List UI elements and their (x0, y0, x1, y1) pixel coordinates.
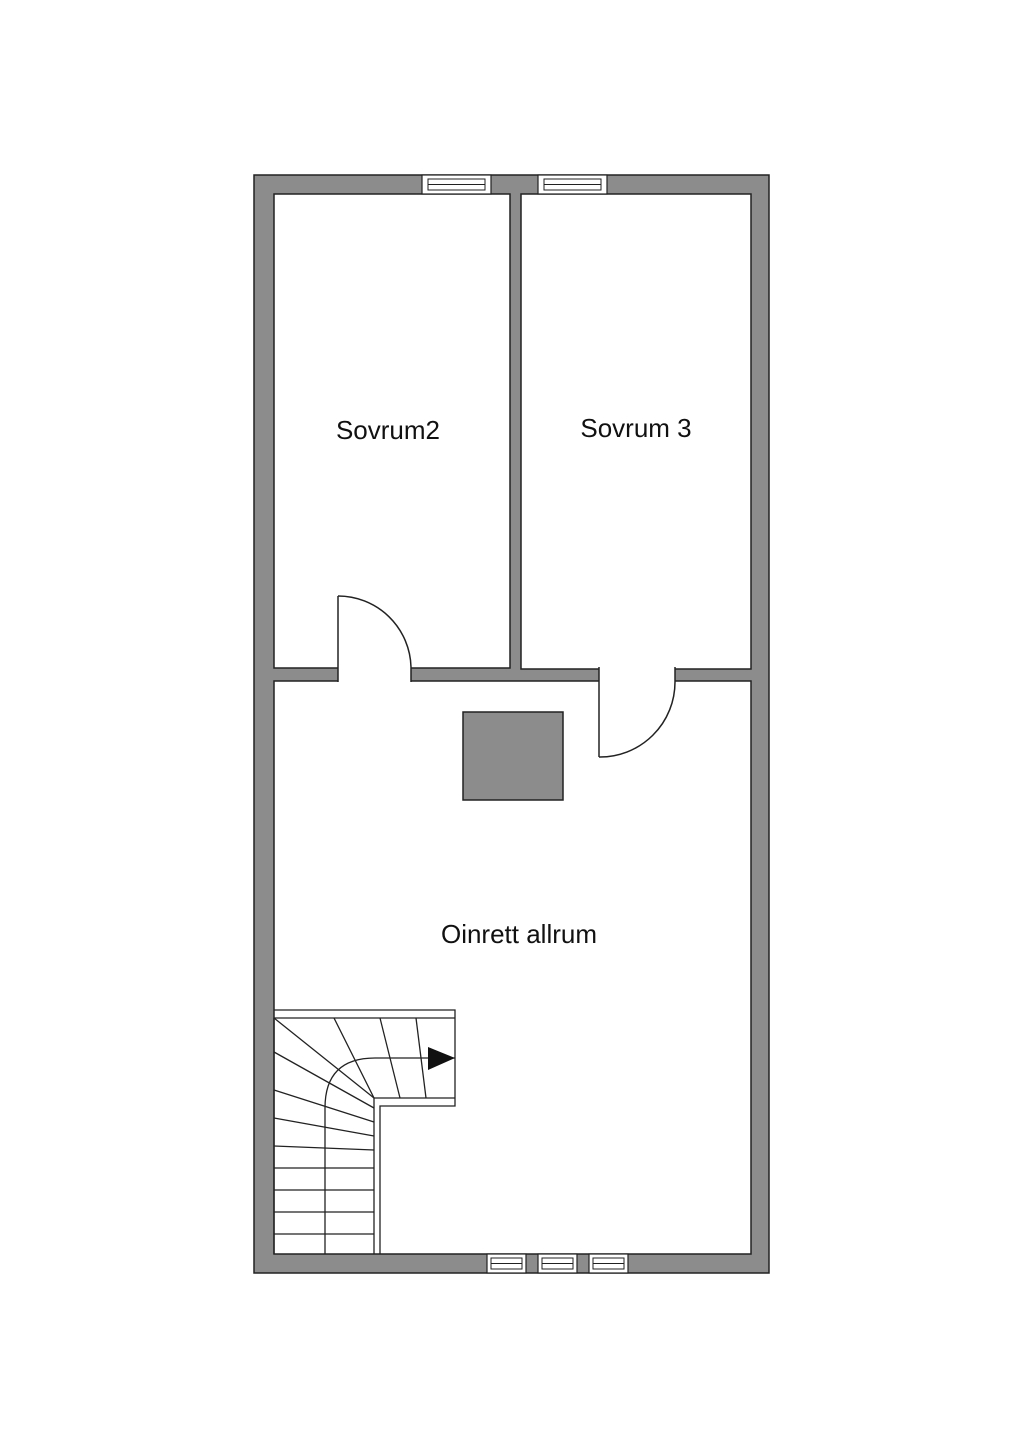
room-label-bedroom3: Sovrum 3 (580, 413, 691, 443)
window-icon (537, 174, 608, 195)
room-label-living: Oinrett allrum (441, 919, 597, 949)
door-opening-bedroom2 (338, 667, 411, 682)
window-icon (588, 1253, 629, 1274)
chimney-icon (462, 711, 564, 801)
door-opening-bedroom3 (599, 667, 675, 682)
door-swing-icon (337, 595, 412, 668)
window-icon (421, 174, 492, 195)
window-icon (486, 1253, 527, 1274)
arrow-right-icon (428, 1047, 455, 1070)
window-icon (537, 1253, 578, 1274)
walls (253, 174, 770, 1274)
staircase-icon (273, 1009, 456, 1254)
room-label-bedroom2: Sovrum2 (336, 415, 440, 445)
door-swing-icon (598, 681, 676, 758)
